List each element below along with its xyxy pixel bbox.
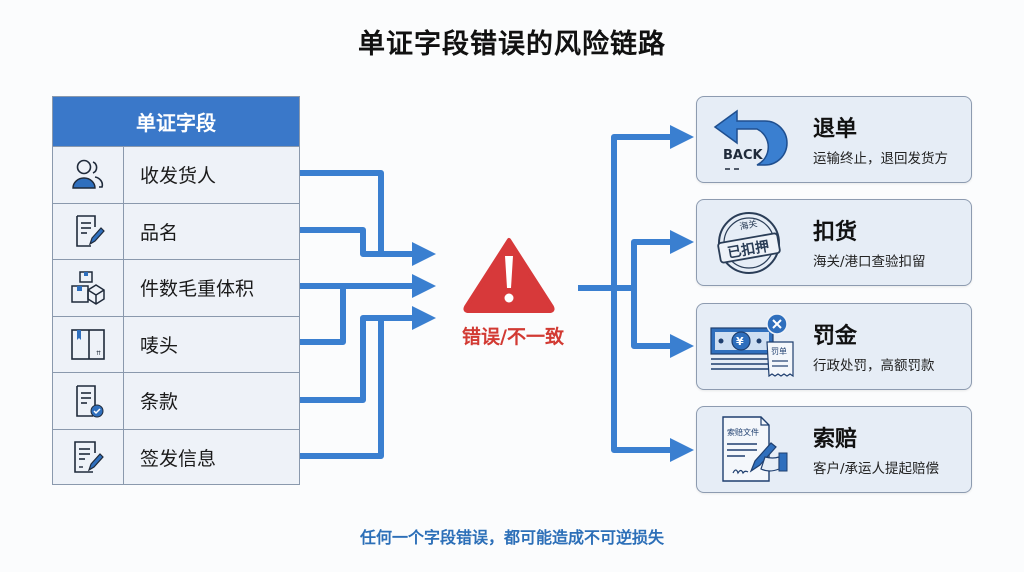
connector-issuance bbox=[300, 318, 384, 459]
connector-seizure bbox=[631, 230, 694, 288]
connector-fine bbox=[631, 288, 694, 358]
outcome-subtitle: 运输终止，退回发货方 bbox=[813, 151, 948, 167]
outcome-title: 索赔 bbox=[813, 427, 858, 452]
document-check-icon bbox=[53, 373, 124, 429]
svg-text:罚单: 罚单 bbox=[771, 346, 787, 356]
field-label: 品名 bbox=[140, 221, 179, 244]
outcome-title: 扣货 bbox=[813, 220, 858, 245]
customs-stamp-icon: 海关 已扣押 bbox=[707, 206, 799, 278]
outcome-card-fine: ¥ 罚单 罚金 行政处罚，高额罚款 bbox=[696, 303, 972, 390]
field-row-product-name: 品名 bbox=[53, 202, 299, 259]
fine-money-icon: ¥ 罚单 bbox=[707, 310, 799, 382]
boxes-icon bbox=[53, 260, 124, 316]
document-edit-icon bbox=[53, 203, 124, 259]
connector-consignor bbox=[300, 170, 384, 254]
warning-icon bbox=[463, 238, 555, 313]
package-mark-icon: ⇈ bbox=[53, 316, 124, 372]
connector-marks bbox=[300, 286, 346, 345]
field-row-shipping-marks: ⇈ 唛头 bbox=[53, 315, 299, 372]
connector-product-name bbox=[300, 227, 436, 266]
fields-table-header: 单证字段 bbox=[53, 97, 299, 146]
outcome-title: 罚金 bbox=[813, 324, 858, 349]
svg-text:索赔文件: 索赔文件 bbox=[727, 427, 759, 437]
svg-text:¥: ¥ bbox=[736, 335, 744, 348]
connector-return bbox=[611, 125, 694, 288]
footer-note: 任何一个字段错误，都可能造成不可逆损失 bbox=[359, 528, 664, 547]
field-row-quantity-weight-volume: 件数毛重体积 bbox=[53, 259, 299, 316]
connector-claim bbox=[611, 288, 694, 462]
outcome-card-claim: 索赔文件 索赔 客户/承运人提起赔偿 bbox=[696, 406, 972, 493]
field-label: 件数毛重体积 bbox=[140, 278, 255, 301]
field-label: 签发信息 bbox=[140, 447, 217, 470]
document-sign-icon bbox=[53, 429, 124, 485]
field-row-consignor: 收发货人 bbox=[53, 146, 299, 203]
svg-text:BACK: BACK bbox=[723, 148, 764, 163]
back-arrow-icon: BACK bbox=[707, 103, 799, 175]
connector-terms bbox=[300, 306, 436, 403]
claim-document-icon: 索赔文件 bbox=[707, 413, 799, 485]
outcome-subtitle: 客户/承运人提起赔偿 bbox=[813, 461, 940, 477]
svg-text:海关: 海关 bbox=[738, 217, 758, 232]
fields-table: 单证字段 收发货人 品名 bbox=[52, 96, 300, 485]
error-label: 错误/不一致 bbox=[462, 326, 564, 348]
outcome-subtitle: 行政处罚，高额罚款 bbox=[813, 358, 935, 374]
outcome-title: 退单 bbox=[813, 117, 858, 142]
page-title: 单证字段错误的风险链路 bbox=[358, 29, 666, 60]
field-label: 唛头 bbox=[140, 334, 179, 357]
outcome-card-return: BACK 退单 运输终止，退回发货方 bbox=[696, 96, 972, 183]
svg-text:⇈: ⇈ bbox=[96, 350, 101, 357]
field-row-terms: 条款 bbox=[53, 372, 299, 429]
field-label: 条款 bbox=[140, 391, 179, 414]
outcome-subtitle: 海关/港口查验扣留 bbox=[813, 254, 926, 270]
users-icon bbox=[53, 147, 124, 203]
outcome-card-seizure: 海关 已扣押 扣货 海关/港口查验扣留 bbox=[696, 199, 972, 286]
field-label: 收发货人 bbox=[140, 165, 217, 188]
field-row-issuance-info: 签发信息 bbox=[53, 428, 299, 485]
